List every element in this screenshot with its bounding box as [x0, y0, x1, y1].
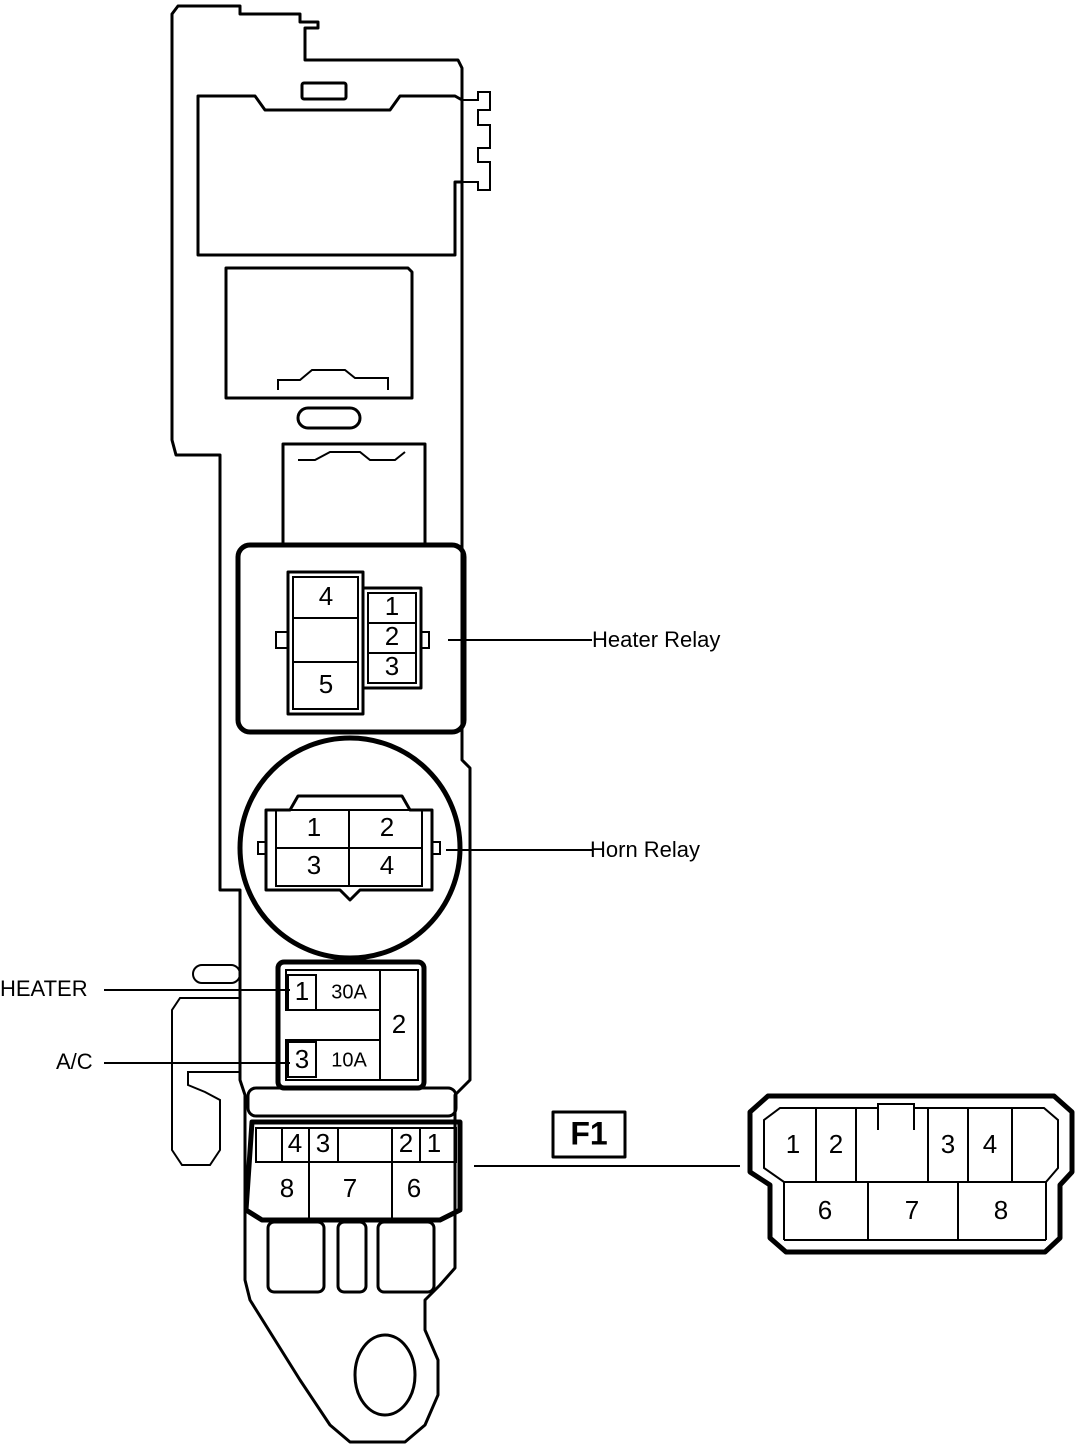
- ac-label: A/C: [56, 1049, 93, 1074]
- connector-id: F1: [570, 1115, 607, 1151]
- connector-detail: 1 2 3 4 6 7 8: [747, 1093, 1075, 1255]
- board-connector-pin: 6: [407, 1173, 421, 1203]
- horn-relay-label: Horn Relay: [590, 837, 700, 862]
- fuse-rating: 30A: [331, 981, 367, 1003]
- connector-detail-pin: 2: [829, 1129, 843, 1159]
- board-connector-pin: 4: [288, 1128, 302, 1158]
- board-connector-pin: 7: [343, 1173, 357, 1203]
- heater-label: HEATER: [0, 976, 88, 1001]
- upper-cavity: [196, 81, 464, 257]
- fuse-block: 1 30A 2 3 10A: [275, 959, 427, 1091]
- middle-cavity: [224, 266, 414, 430]
- heater-relay-pin: 1: [385, 591, 399, 621]
- connector-detail-pin: 1: [786, 1129, 800, 1159]
- relay-socket-guide: [281, 442, 427, 547]
- fuse-pin: 3: [295, 1044, 309, 1074]
- horn-relay-pin: 1: [307, 812, 321, 842]
- board-connector-pin: 3: [316, 1128, 330, 1158]
- heater-relay-pin: 2: [385, 621, 399, 651]
- fuse-pin: 2: [392, 1009, 406, 1039]
- connector-detail-pin: 6: [818, 1195, 832, 1225]
- heater-relay-pin: 5: [319, 669, 333, 699]
- connector-detail-pin: 7: [905, 1195, 919, 1225]
- connector-detail-pin: 4: [983, 1129, 997, 1159]
- board-connector-pin: 8: [280, 1173, 294, 1203]
- relay-block-outline: [170, 4, 491, 1444]
- side-clip: [171, 964, 241, 1166]
- connector-id-tag: F1: [551, 1110, 627, 1159]
- board-connector: 4 3 2 1 8 7 6: [243, 1086, 463, 1417]
- heater-relay-socket: 4 1 2 3 5: [235, 542, 467, 735]
- heater-relay-pin: 3: [385, 651, 399, 681]
- heater-relay-pin: 4: [319, 581, 333, 611]
- fuse-pin: 1: [295, 976, 309, 1006]
- connector-detail-pin: 3: [941, 1129, 955, 1159]
- horn-relay-pin: 4: [380, 850, 394, 880]
- board-connector-pin: 2: [399, 1128, 413, 1158]
- board-connector-pin: 1: [427, 1128, 441, 1158]
- heater-relay-label: Heater Relay: [592, 627, 720, 652]
- horn-relay-socket: 1 2 3 4: [237, 735, 463, 961]
- fuse-rating: 10A: [331, 1049, 367, 1071]
- horn-relay-pin: 2: [380, 812, 394, 842]
- connector-detail-pin: 8: [994, 1195, 1008, 1225]
- horn-relay-pin: 3: [307, 850, 321, 880]
